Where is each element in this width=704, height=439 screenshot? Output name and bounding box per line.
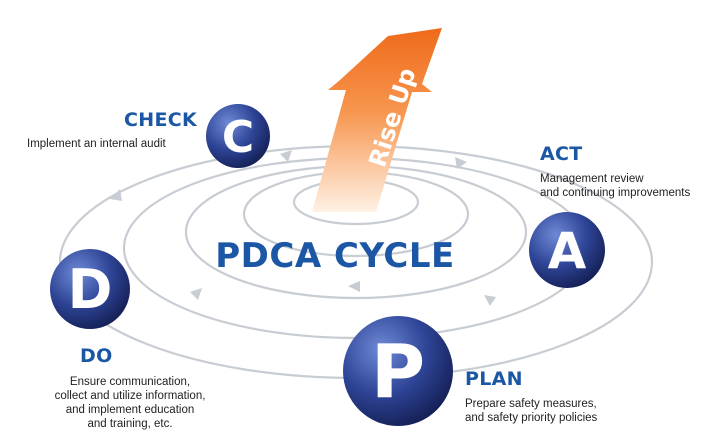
act-description-line: and continuing improvements [540, 187, 691, 199]
plan-letter: P [371, 329, 425, 415]
do-description-line: and training, etc. [87, 418, 173, 430]
act-description-line: Management review [540, 173, 644, 185]
do-description: Ensure communication, collect and utiliz… [10, 375, 250, 431]
spiral-direction-arrows [110, 150, 496, 306]
direction-arrow [280, 150, 292, 162]
check-letter: C [222, 112, 254, 163]
plan-description-line: Prepare safety measures, [465, 398, 597, 410]
do-description-line: collect and utilize information, [54, 390, 206, 402]
plan-title: PLAN [465, 368, 523, 390]
check-title: CHECK [124, 109, 197, 131]
plan-description: Prepare safety measures, and safety prio… [465, 397, 597, 425]
rise-up-arrow: Rise Up [312, 28, 442, 212]
do-letter: D [68, 258, 113, 321]
check-description: Implement an internal audit [27, 137, 166, 151]
check-circle: C [206, 104, 270, 168]
direction-arrow [348, 281, 360, 292]
act-title: ACT [540, 143, 583, 165]
act-circle: A [529, 212, 605, 288]
direction-arrow [110, 189, 122, 201]
plan-circle: P [343, 316, 453, 426]
rise-up-arrow-shape [312, 28, 442, 212]
act-letter: A [548, 222, 587, 280]
pdca-cycle-title: PDCA CYCLE [215, 236, 455, 276]
direction-arrow [484, 295, 496, 306]
do-description-line: and implement education [65, 404, 195, 416]
do-description-line: Ensure communication, [69, 376, 191, 388]
direction-arrow [455, 157, 467, 169]
do-circle: D [50, 249, 130, 329]
direction-arrow [190, 288, 202, 300]
plan-description-line: and safety priority policies [465, 412, 598, 424]
check-description-line: Implement an internal audit [27, 138, 166, 150]
do-title: DO [80, 345, 113, 367]
act-description: Management review and continuing improve… [540, 172, 690, 200]
